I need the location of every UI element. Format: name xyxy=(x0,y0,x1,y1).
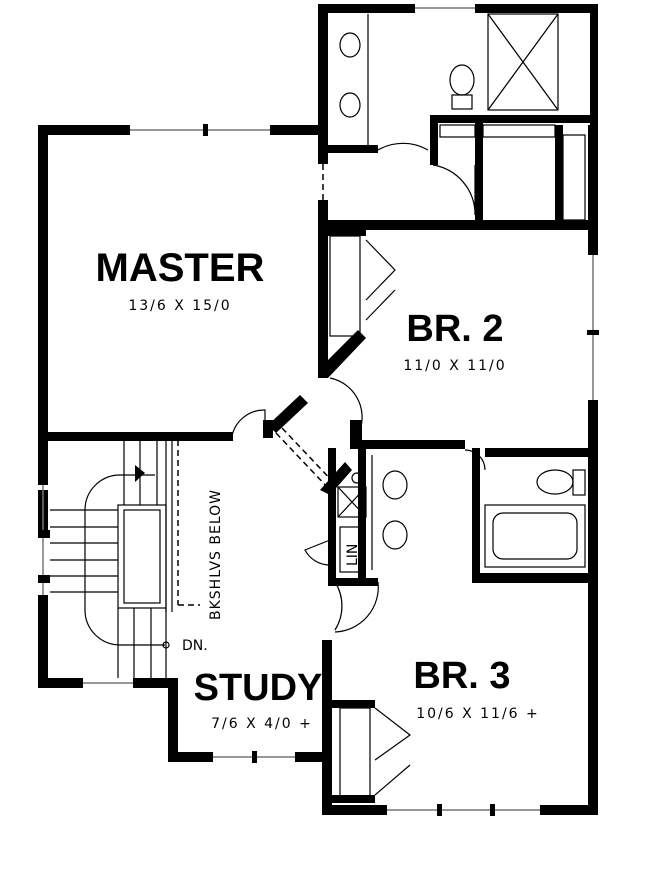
sink xyxy=(339,32,361,58)
staircase[interactable] xyxy=(50,440,200,678)
bathtub xyxy=(484,504,586,568)
stairs-down-label: DN. xyxy=(182,638,208,654)
room-name-master: MASTER xyxy=(96,246,265,290)
dn-marker xyxy=(162,641,170,649)
linen-closet xyxy=(339,526,363,573)
fixtures xyxy=(337,13,586,573)
toilet xyxy=(536,469,574,495)
room-size-br3: 10/6 X 11/6 + xyxy=(416,706,540,722)
linen-label: LIN xyxy=(345,544,361,566)
room-name-study: STUDY xyxy=(194,667,323,709)
washer-dryer xyxy=(337,486,367,518)
closet-shelving xyxy=(329,124,586,799)
sink xyxy=(339,92,361,118)
windows xyxy=(38,7,599,816)
room-size-master: 13/6 X 15/0 xyxy=(128,298,231,314)
room-size-study: 7/6 X 4/0 + xyxy=(211,716,313,732)
shower xyxy=(487,13,559,111)
sink xyxy=(382,520,408,550)
room-name-br2: BR. 2 xyxy=(406,308,503,350)
exterior-walls xyxy=(38,4,598,815)
doors xyxy=(231,142,486,796)
room-size-br2: 11/0 X 11/0 xyxy=(403,358,506,374)
bookshelves-label: BKSHLVS BELOW xyxy=(208,489,224,620)
sink xyxy=(382,470,408,500)
toilet xyxy=(449,64,475,96)
room-name-br3: BR. 3 xyxy=(413,655,510,697)
